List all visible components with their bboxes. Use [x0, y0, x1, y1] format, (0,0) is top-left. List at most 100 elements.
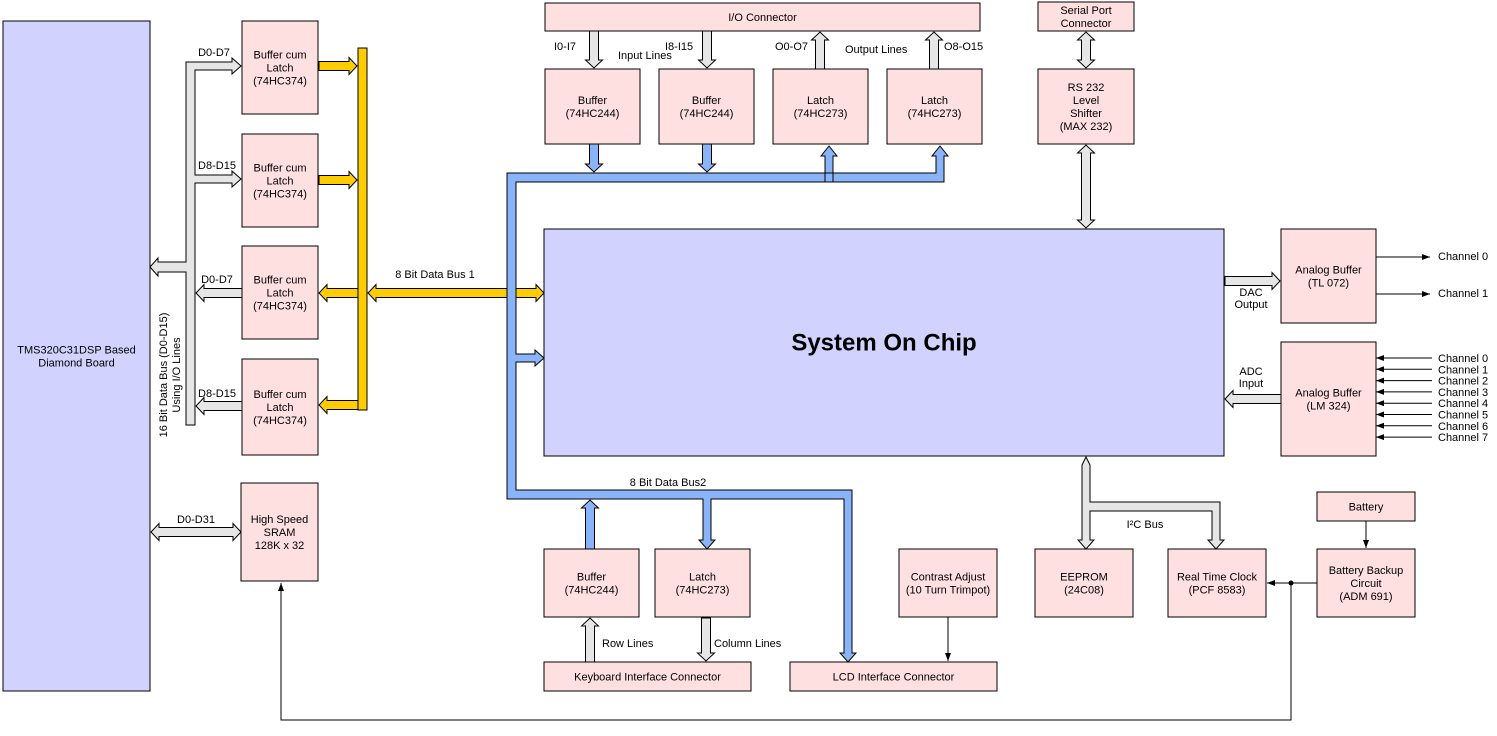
keyboard-connector-block-label: Keyboard Interface Connector [574, 672, 721, 684]
dac-arrow [1224, 271, 1281, 291]
io-latch-block-2-label: Latch [921, 95, 948, 107]
adc-ch1-arrowhead [1376, 366, 1384, 373]
analog-out-block-label: Analog Buffer [1295, 265, 1362, 277]
keyboard-connector-block-rect [543, 661, 752, 692]
sram-block-rect [240, 482, 319, 582]
io-latch-block-1-rect [772, 68, 869, 145]
serial-connector-block-label: Connector [1061, 18, 1112, 30]
lcd-connector-block-label: LCD Interface Connector [833, 672, 955, 684]
rtc-block-label: Real Time Clock [1177, 572, 1258, 584]
io-o8-o15-arrow [924, 31, 944, 70]
latch-block-3-label: Buffer cum [254, 275, 307, 287]
battery-arrowhead [1363, 540, 1369, 548]
label-output-lines: Output Lines [845, 44, 908, 56]
latch-block-3-label: Latch [267, 288, 294, 300]
battery-block-label: Battery [1349, 502, 1384, 514]
label-8bit-bus1: 8 Bit Data Bus 1 [395, 269, 475, 281]
label-dac-channel-0: Channel 0 [1438, 251, 1488, 263]
bus1-latch2-out [318, 170, 358, 190]
sram-block-label: 128K x 32 [255, 540, 305, 552]
bus-16bit [149, 56, 242, 426]
contrast-adjust-block-label: (10 Turn Trimpot) [906, 585, 990, 597]
serial-arrow [1076, 31, 1096, 69]
contrast-arrowhead [945, 653, 951, 661]
label-adc-channel-6: Channel 6 [1438, 421, 1488, 433]
label-d0-d7-bottom: D0-D7 [201, 274, 233, 286]
bus2-kbbuf [580, 499, 600, 550]
adc-ch7-arrowhead [1376, 434, 1384, 441]
io-latch-block-1-label: Latch [807, 95, 834, 107]
dsp-board-block-rect [2, 20, 151, 692]
keyboard-latch-block-label: (74HC273) [676, 585, 730, 597]
adc-ch0-arrowhead [1376, 355, 1384, 361]
battery-backup-block-rect [1316, 548, 1416, 618]
bus1-soc [367, 283, 545, 303]
label-d0-d31: D0-D31 [177, 514, 215, 526]
label-o0-o7: O0-O7 [775, 41, 808, 53]
analog-in-block-label: Analog Buffer [1295, 388, 1362, 400]
io-i0-i7-arrow [584, 30, 604, 69]
label-adc-channel-1: Channel 1 [1438, 364, 1488, 376]
soc-block-rect [543, 228, 1225, 457]
label-adc-channel-4: Channel 4 [1438, 398, 1488, 410]
keyboard-buffer-block: Buffer(74HC244) [543, 548, 640, 618]
battery-backup-block-label: Battery Backup [1329, 565, 1404, 577]
analog-in-block-label: (LM 324) [1306, 401, 1350, 413]
eeprom-block-label: EEPROM [1060, 572, 1108, 584]
io-buffer-block-1: Buffer(74HC244) [544, 68, 641, 145]
keyboard-buffer-block-rect [543, 548, 640, 618]
keyboard-buffer-block-label: (74HC244) [565, 585, 619, 597]
latch-block-2-rect [241, 133, 319, 228]
io-connector-block: I/O Connector [544, 2, 981, 32]
analog-out-block-label: (TL 072) [1308, 278, 1349, 290]
backup-sram-wire [280, 583, 1292, 721]
keyboard-latch-block-rect [654, 548, 751, 618]
dsp-board-block-label: TMS320C31DSP Based [17, 345, 135, 357]
adc-ch6-arrowhead [1376, 422, 1384, 429]
dac-ch0-arrowhead [1422, 254, 1430, 260]
contrast-adjust-block: Contrast Adjust(10 Turn Trimpot) [898, 548, 998, 618]
adc-ch4-arrowhead [1376, 400, 1384, 407]
io-buffer-block-2-label: (74HC244) [680, 108, 734, 120]
label-o8-o15: O8-O15 [944, 41, 983, 53]
serial-connector-block-label: Serial Port [1060, 5, 1111, 17]
rtc-block-label: (PCF 8583) [1189, 585, 1246, 597]
bus-i2c [1076, 455, 1226, 550]
io-latch-block-2-label: (74HC273) [908, 108, 962, 120]
label-d8-d15-bottom: D8-D15 [198, 388, 236, 400]
lcd-connector-block-rect [789, 661, 998, 692]
adc-ch2-arrowhead [1376, 377, 1384, 384]
column-lines-arrow [696, 617, 716, 662]
label-adc-channel-0: Channel 0 [1438, 353, 1488, 365]
analog-in-block-rect [1280, 341, 1377, 457]
rs232-block-label: RS 232 [1068, 82, 1105, 94]
contrast-adjust-block-rect [898, 548, 998, 618]
label-16bit-bus-line2: Using I/O Lines [171, 337, 183, 413]
latch-block-3-rect [241, 245, 319, 340]
latch-block-1-label: Buffer cum [254, 50, 307, 62]
analog-out-block: Analog Buffer(TL 072) [1280, 228, 1377, 324]
wire-layer [278, 254, 1432, 721]
latch-block-2-label: Buffer cum [254, 163, 307, 175]
label-input-lines: Input Lines [618, 50, 672, 62]
latch-block-4-label: (74HC374) [253, 415, 307, 427]
rs232-block-label: (MAX 232) [1060, 121, 1113, 133]
contrast-adjust-block-label: Contrast Adjust [911, 572, 986, 584]
junction-dot [1288, 580, 1294, 586]
io-buffer-block-1-label: Buffer [578, 95, 607, 107]
bus-d8-d15-return [195, 396, 243, 416]
eeprom-block-rect [1034, 548, 1134, 618]
latch-block-4-label: Buffer cum [254, 389, 307, 401]
soc-block: System On Chip [543, 228, 1225, 457]
io-latch-block-1-label: (74HC273) [794, 108, 848, 120]
label-i2c-bus: I²C Bus [1127, 519, 1164, 531]
